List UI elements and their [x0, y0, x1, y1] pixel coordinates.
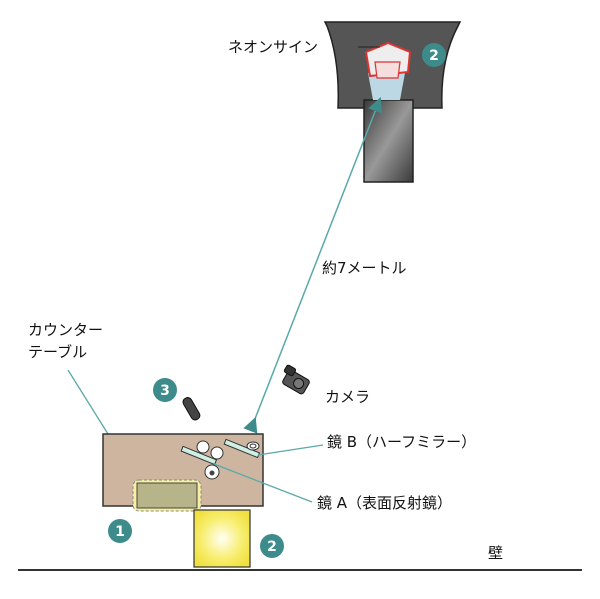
svg-text:2: 2 [267, 539, 277, 555]
mirror-b-leader [257, 444, 324, 456]
svg-text:1: 1 [115, 524, 125, 540]
mirror-a-label: 鏡 A（表面反射鏡） [317, 494, 452, 512]
counter-leader-line [67, 369, 109, 435]
lens-circle [196, 440, 210, 454]
lens-ellipse [246, 441, 260, 451]
scalloped-object [132, 479, 202, 512]
marker-1: 1 [108, 519, 132, 543]
mirror-a-leader [213, 463, 313, 503]
mirror-a [180, 445, 218, 466]
svg-text:3: 3 [160, 383, 170, 399]
marker-3: 3 [153, 378, 177, 402]
distance-arrow [243, 97, 383, 434]
marker-2-bottom: 2 [260, 534, 284, 558]
neon-support-box [363, 99, 414, 183]
lens-circle [210, 446, 224, 460]
distance-label: 約7メートル [322, 259, 407, 277]
wall-label: 壁 [488, 544, 503, 562]
mirror-b-label: 鏡 B（ハーフミラー） [327, 433, 476, 451]
marker-2-top: 2 [422, 43, 446, 67]
neon-glass [368, 73, 405, 100]
neon-sign-housing [323, 21, 462, 183]
cylinder-object [182, 397, 201, 421]
counter-label-line2: テーブル [28, 343, 87, 361]
camera-label: カメラ [325, 388, 370, 406]
camera-icon [282, 364, 310, 395]
neon-sign-label: ネオンサイン [228, 38, 318, 56]
counter-label-line1: カウンター [28, 321, 103, 339]
light-box [193, 509, 251, 568]
svg-text:2: 2 [429, 48, 439, 64]
